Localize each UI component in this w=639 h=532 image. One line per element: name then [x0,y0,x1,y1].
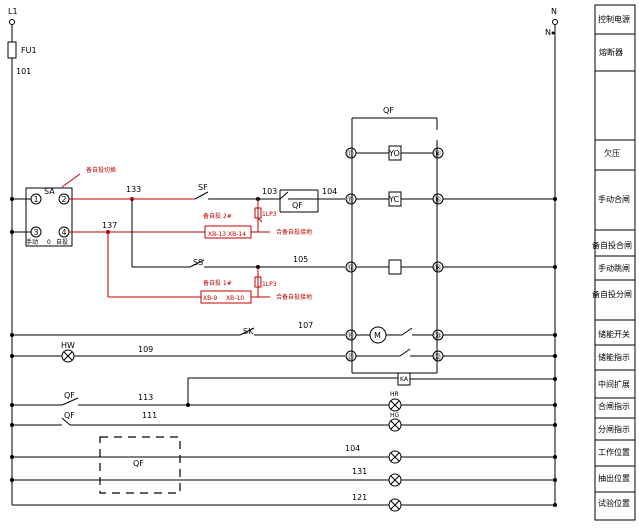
breaker-mechanism: QF YO YC M [345,106,555,386]
pin-19: ⑲ [347,332,354,340]
wire-121-label: 121 [352,493,367,502]
coil-yc-label: YC [388,195,399,204]
switch-sk-label: SK [243,327,254,336]
lamp-hw: HW [61,341,75,363]
relay-ka-label: KA [400,376,409,383]
switch-sa: SA 备自投切换 1 2 3 4 手动 0 自投 [25,166,116,247]
pin-13: ⑬ [347,150,354,158]
pin-15: ⑮ [347,196,354,204]
lp3b-link [254,276,262,288]
wire-101-label: 101 [16,67,31,76]
open-note: 合备自投接地 [276,293,312,301]
auto1-terminal2: XB-10 [226,295,244,302]
legend-column: 控制电源 熔断器 欠压 手动合闸 备自投合闸 手动跳闸 备自投分闸 储能开关 储… [592,4,636,521]
legend-close-indicator: 合闸指示 [598,401,630,411]
legend-draw-out-position: 抽出位置 [598,473,630,483]
legend-undervoltage: 欠压 [604,148,620,158]
legend-manual-trip: 手动跳闸 [598,263,630,273]
control-wiring: 133 SF 103 QF 104 137 SS 105 SK 107 [10,183,555,506]
lamp-hr-label: HR [390,391,399,398]
legend-auto-open: 备自投分闸 [592,289,632,299]
sa-contact-3: 3 [34,228,39,237]
terminal-l1-label: L1 [8,7,18,16]
terminal-n-small: N [545,28,551,37]
auto1-terminal1: XB-9 [203,295,217,302]
terminal-n-label: N [551,7,557,16]
wire-111-label: 111 [142,411,157,420]
lp3b-label: 1LP3 [262,281,277,288]
lamp-test-position [388,498,402,512]
legend-auto-close: 备自投合闸 [592,240,632,250]
wire-107-label: 107 [298,321,313,330]
sa-pos-zero: 0 [47,239,51,246]
qf-contact-b-label: QF [64,411,75,420]
sa-contact-4: 4 [62,228,67,237]
pin-21: ㉑ [347,353,354,361]
close-note: 合备自投接地 [276,228,312,236]
lamp-hg-label: HG [390,412,400,419]
pin-17: ⑰ [347,264,354,272]
pin-18: ⑱ [434,264,441,272]
right-rail-nodes [553,197,557,507]
switch-sa-note: 备自投切换 [86,166,116,174]
wire-113-label: 113 [138,393,153,402]
sa-pos-manual: 手动 [26,238,38,246]
auto-transfer-section: 备自投 2# XB-13 XB-14 1LP3 合备自投接地 备自投 1# XB… [107,199,312,304]
wire-131-label: 131 [352,467,367,476]
legend-fuse: 熔断器 [599,47,623,57]
wire-137-label: 137 [102,221,117,230]
auto2-title: 备自投 2# [203,212,232,220]
switch-sa-label: SA [44,187,55,196]
qf-position-box: QF [99,436,181,494]
wire-109-label: 109 [138,345,153,354]
pushbutton-sf-label: SF [198,183,208,192]
wire-104-label: 104 [322,187,337,196]
coil-yo-label: YO [388,149,400,158]
legend-test-position: 试验位置 [598,498,630,508]
wire-103-label: 103 [262,187,277,196]
lamp-hg: HG [388,412,402,432]
lp3a-label: 1LP3 [262,211,277,218]
wire-133-label: 133 [126,185,141,194]
pin-22: ㉒ [434,353,441,361]
pin-14: ⑭ [434,150,441,158]
wire-105-label: 105 [293,255,308,264]
qf-box-label: QF [133,459,144,468]
legend-open-indicator: 分闸指示 [598,424,630,434]
qf-aux-label: QF [292,201,303,210]
lamp-draw-out-position [388,473,402,487]
legend-intermediate-expansion: 中间扩展 [598,379,630,389]
wire-104b-label: 104 [345,444,360,453]
motor-m-label: M [374,331,381,340]
pushbutton-ss-label: SS [193,258,203,267]
fuse-fu1 [7,41,17,59]
sa-contact-1: 1 [34,195,39,204]
qf-contact-a-label: QF [64,391,75,400]
auto2-terminal1: XB-13 [208,231,226,238]
legend-control-power: 控制电源 [598,14,630,24]
auto1-title: 备自投 1# [203,279,232,287]
left-rail: L1 FU1 101 [7,7,37,505]
pin-16: ⑯ [434,196,441,204]
auto2-terminal2: XB-14 [228,231,246,238]
pin-20: ⑳ [434,332,441,340]
qf-top-label: QF [383,106,394,115]
lamp-work-position [388,450,402,464]
right-rail: N N [545,7,558,505]
legend-charge-indicator: 储能指示 [598,352,630,362]
legend-work-position: 工作位置 [598,447,630,457]
lamp-hw-label: HW [61,341,75,350]
fuse-label: FU1 [21,46,37,55]
pin-labels: ⑬ ⑭ ⑮ ⑯ ⑰ ⑱ ⑲ ⑳ ㉑ ㉒ [347,150,441,361]
legend-charge-switch: 储能开关 [598,329,630,339]
lamp-hr: HR [388,391,402,412]
legend-manual-close: 手动合闸 [598,194,630,204]
sa-contact-2: 2 [62,195,67,204]
sa-pos-auto: 自投 [56,238,68,246]
